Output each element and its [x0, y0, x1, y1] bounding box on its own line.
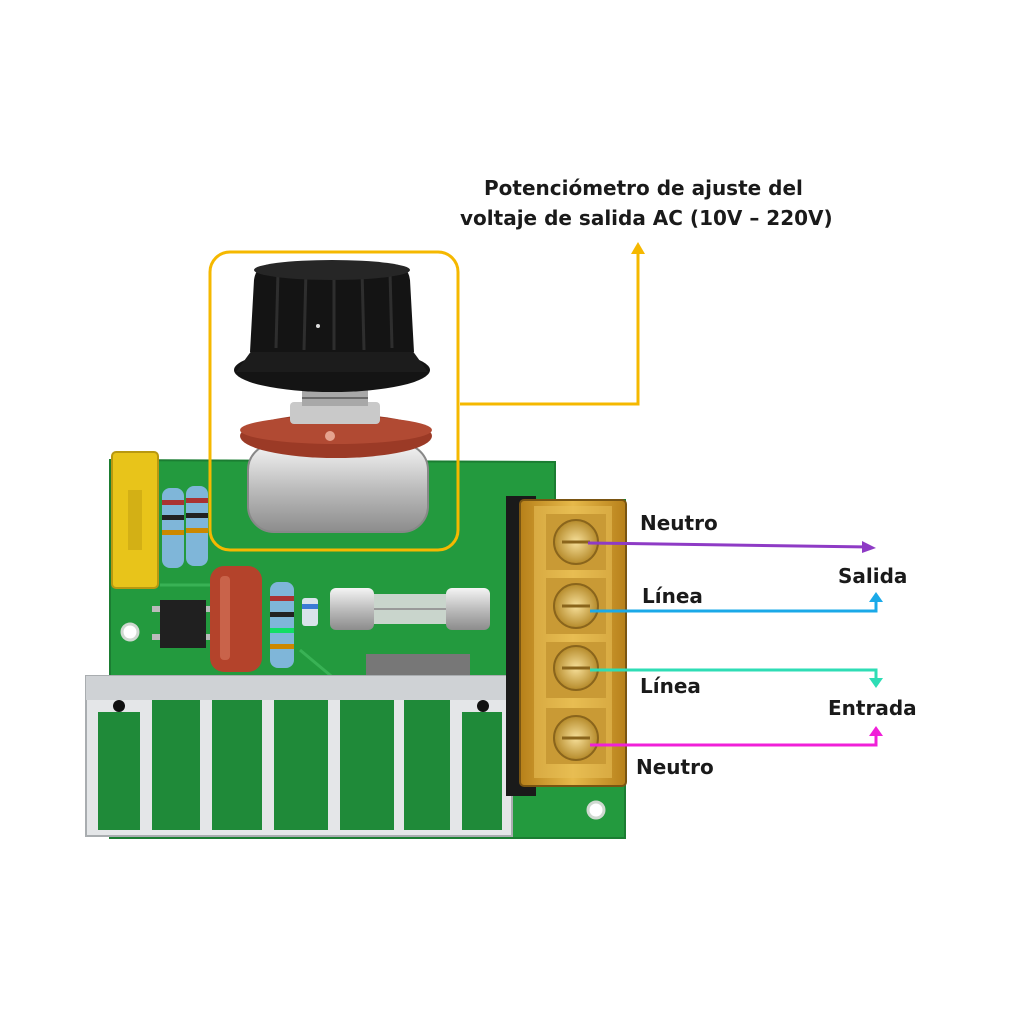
wire-neutro-out — [587, 541, 876, 553]
label-neutro-output: Neutro — [640, 511, 718, 535]
potentiometer-highlight-box — [208, 250, 460, 552]
film-capacitor — [210, 566, 262, 672]
potentiometer — [240, 360, 432, 533]
label-entrada: Entrada — [828, 696, 917, 720]
label-neutro-input: Neutro — [636, 755, 714, 779]
ic-chip — [152, 600, 214, 648]
fuse — [330, 588, 490, 630]
wire-linea-out — [590, 592, 883, 613]
label-salida: Salida — [838, 564, 908, 588]
terminal-block — [506, 496, 627, 796]
knob — [234, 260, 430, 392]
terminal-screw-2 — [546, 578, 606, 634]
wire-neutro-in — [590, 726, 883, 747]
diode — [302, 598, 318, 626]
heatsink — [85, 675, 513, 837]
resistors — [162, 486, 294, 668]
label-linea-output: Línea — [642, 584, 703, 608]
wire-linea-in — [590, 668, 883, 688]
callout-leader — [460, 252, 640, 406]
callout-title-line2: voltaje de salida AC (10V – 220V) — [460, 206, 833, 230]
terminal-screw-4 — [546, 708, 606, 764]
callout-arrowhead — [631, 242, 645, 254]
callout-title-line1: Potenciómetro de ajuste del — [484, 176, 803, 200]
label-linea-input: Línea — [640, 674, 701, 698]
yellow-capacitor — [111, 451, 159, 589]
